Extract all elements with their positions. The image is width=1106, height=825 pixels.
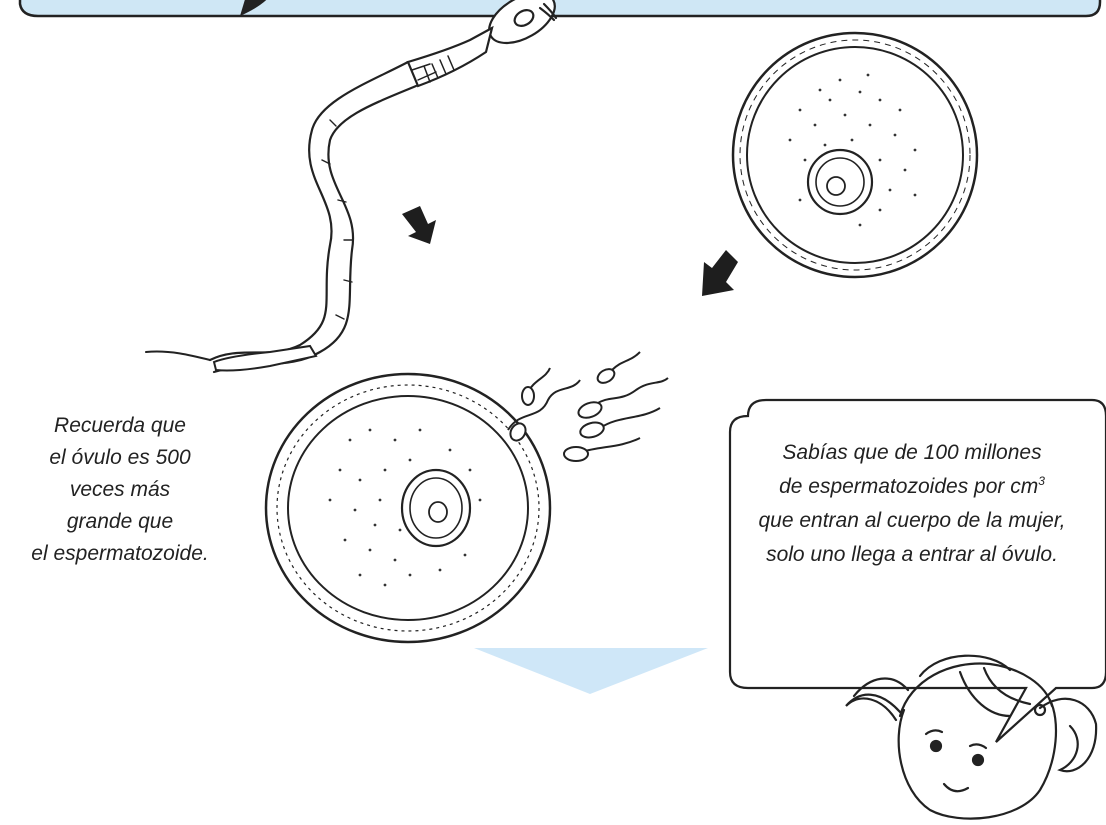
reminder-line-3: veces más — [0, 474, 240, 506]
sperm-cell — [146, 0, 563, 372]
reminder-line-4: grande que — [0, 506, 240, 538]
cubic-superscript: 3 — [1038, 474, 1045, 488]
reminder-line-1: Recuerda que — [0, 410, 240, 442]
top-banner — [20, 0, 1100, 16]
reminder-line-5: el espermatozoide. — [0, 538, 240, 570]
bubble-line-2-text: de espermatozoides por cm — [779, 475, 1038, 498]
reminder-line-2: el óvulo es 500 — [0, 442, 240, 474]
bubble-line-3: que entran al cuerpo de la mujer, — [718, 504, 1106, 538]
ovum-cell — [733, 33, 977, 277]
bubble-line-2: de espermatozoides por cm3 — [718, 470, 1106, 504]
arrow-down-left-icon — [702, 250, 738, 296]
fertilization-ovum — [266, 374, 550, 642]
reminder-note: Recuerda que el óvulo es 500 veces más g… — [0, 410, 240, 570]
arrow-down-icon — [402, 206, 436, 244]
bubble-line-1: Sabías que de 100 millones — [718, 436, 1106, 470]
continue-down-arrow-icon — [474, 648, 708, 694]
speech-bubble-text: Sabías que de 100 millones de espermatoz… — [718, 436, 1106, 572]
bubble-line-4: solo uno llega a entrar al óvulo. — [718, 538, 1106, 572]
